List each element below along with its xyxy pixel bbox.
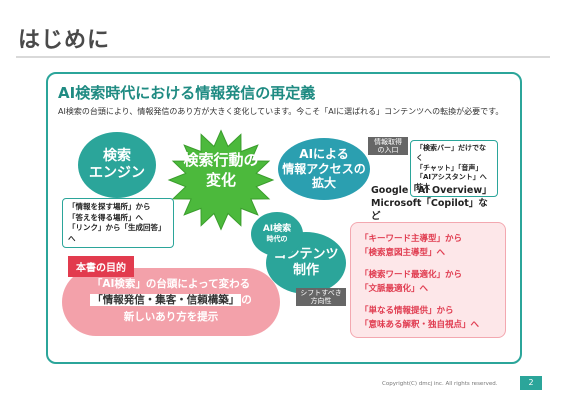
search-bar-callout: 「検索バー」だけでなく 「チャット」「音声」 「AIアシスタント」へ拡大 <box>410 140 498 197</box>
google-callout: Google「AI Overview」 Microsoft「Copilot」など <box>366 182 494 226</box>
shift-direction-tag: シフトすべき 方向性 <box>296 288 346 307</box>
page-number: 2 <box>520 376 542 390</box>
ai-era-label-1: AI検索 <box>262 224 292 235</box>
title-divider <box>16 56 550 58</box>
ai-era-circle: AI検索 時代の <box>251 212 303 256</box>
search-engine-label-2: エンジン <box>89 165 145 181</box>
ai-access-label-2: 情報アクセスの <box>282 161 366 176</box>
starburst-shape <box>167 129 275 231</box>
purpose-line-2: 「情報発信・集客・信頼構築」の <box>62 292 280 308</box>
direction-item: 「文脈最適化」へ <box>360 284 429 294</box>
shift-tag-1: シフトすべき <box>300 289 342 297</box>
ai-era-label-2: 時代の <box>266 235 288 244</box>
burst-label-2: 変化 <box>205 171 236 190</box>
ai-access-circle: AIによる 情報アクセスの 拡大 <box>278 138 370 200</box>
info-entry-tag-2: の入口 <box>377 146 399 155</box>
panel-subtitle: AI検索の台頭により、情報発信のあり方が大きく変化しています。今こそ「AIに選ば… <box>58 107 504 116</box>
purpose-text: 「AI検索」の台頭によって変わる 「情報発信・集客・信頼構築」の 新しいあり方を… <box>62 276 280 325</box>
search-bar-callout-2: 「チャット」「音声」 <box>416 163 483 172</box>
search-bar-callout-1: 「検索バー」だけでなく <box>416 144 486 162</box>
search-bar-callout-3: 「AIアシスタント」へ拡大 <box>416 173 487 192</box>
shift-tag-2: 方向性 <box>310 297 332 306</box>
search-engine-callout-3: 「リンク」から「生成回答」へ <box>68 223 166 243</box>
burst-label-1: 検索行動の <box>183 151 259 169</box>
direction-item: 「キーワード主導型」から <box>360 234 463 244</box>
direction-item: 「検索ワード最適化」から <box>360 270 463 280</box>
content-label-2: 制作 <box>292 263 319 278</box>
search-engine-callout-2: 「答えを得る場所」へ <box>68 212 143 222</box>
search-engine-callout-1: 「情報を探す場所」から <box>68 202 151 211</box>
purpose-highlight: 「情報発信・集客・信頼構築」 <box>90 294 242 307</box>
search-engine-circle: 検索 エンジン <box>78 132 156 198</box>
ai-access-label-1: AIによる <box>299 147 349 162</box>
purpose-line-3: 新しいあり方を提示 <box>123 310 219 323</box>
copyright-text: Copyright(C) dmcj inc. All rights reserv… <box>382 381 498 387</box>
direction-item: 「意味ある解釈・独自視点」へ <box>360 320 480 330</box>
purpose-line-2-suffix: の <box>241 294 252 307</box>
purpose-line-1: 「AI検索」の台頭によって変わる <box>91 278 251 290</box>
info-entry-tag: 情報取得 の入口 <box>368 137 408 156</box>
google-callout-1: Google「AI Overview」 <box>371 185 492 196</box>
panel-heading: AI検索時代における情報発信の再定義 <box>58 84 316 102</box>
page-title: はじめに <box>18 28 111 53</box>
purpose-label: 本書の目的 <box>68 256 134 277</box>
search-engine-callout: 「情報を探す場所」から 「答えを得る場所」へ 「リンク」から「生成回答」へ <box>62 198 174 248</box>
burst-label: 検索行動の 変化 <box>166 150 276 191</box>
direction-item: 「検索意図主導型」へ <box>360 248 446 258</box>
directions-box <box>350 222 506 338</box>
info-entry-tag-1: 情報取得 <box>374 138 402 146</box>
direction-item: 「単なる情報提供」から <box>360 306 454 316</box>
ai-access-label-3: 拡大 <box>311 176 336 191</box>
search-engine-label-1: 検索 <box>103 148 131 165</box>
google-callout-2: Microsoft「Copilot」など <box>371 197 488 222</box>
